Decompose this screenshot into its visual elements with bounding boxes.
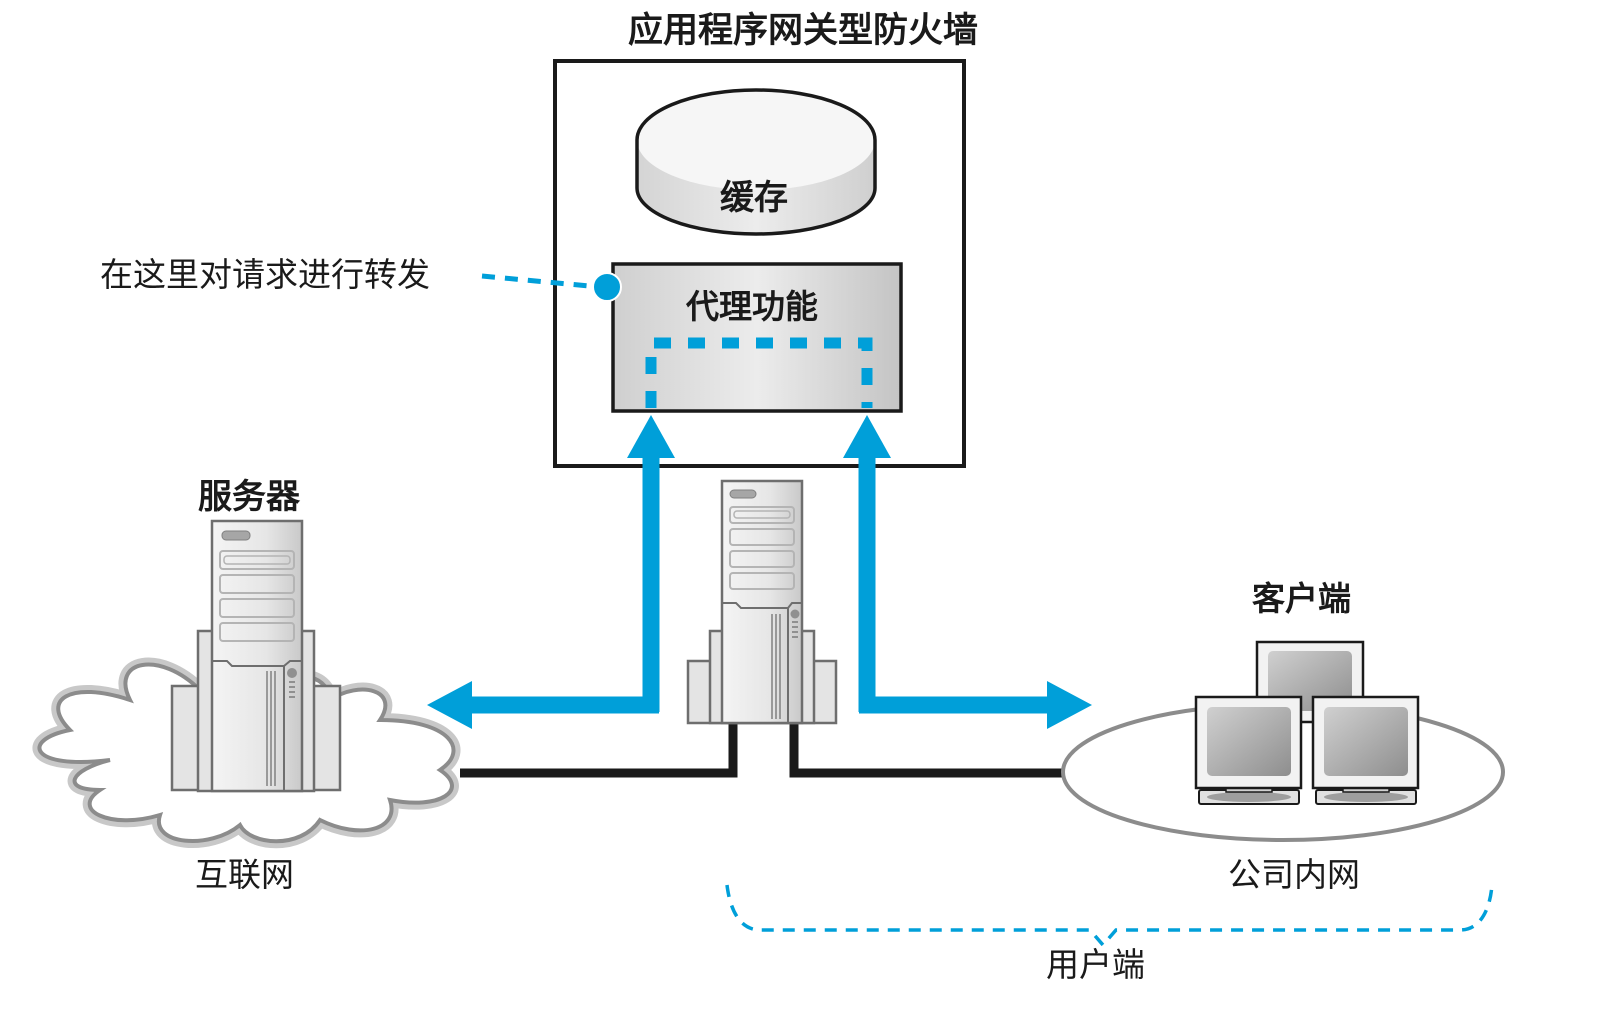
intranet-label: 公司内网	[1228, 855, 1360, 894]
user-side-label: 用户端	[1046, 945, 1145, 984]
cable-to-intranet	[789, 722, 1065, 778]
firewall-server-icon	[686, 479, 838, 725]
clients-label: 客户端	[1252, 579, 1351, 618]
user-side-brace	[725, 884, 1494, 948]
annotation-dot-icon	[592, 272, 622, 302]
cache-label: 缓存	[720, 178, 788, 218]
forwarding-annotation: 在这里对请求进行转发	[100, 255, 430, 294]
proxy-forward-path	[645, 337, 873, 408]
cable-to-internet	[460, 722, 738, 778]
internet-label: 互联网	[195, 855, 294, 894]
proxy-function-label: 代理功能	[686, 287, 818, 326]
server-icon	[170, 519, 342, 793]
server-label: 服务器	[198, 477, 300, 517]
arrow-to-intranet	[843, 415, 1092, 729]
diagram-title: 应用程序网关型防火墙	[627, 11, 978, 51]
client-monitor-icon-left	[1194, 695, 1303, 805]
annotation-leader-line	[481, 273, 601, 290]
client-monitor-icon-right	[1311, 695, 1420, 805]
arrow-to-internet	[427, 415, 675, 729]
cache-cylinder-icon	[635, 88, 877, 236]
